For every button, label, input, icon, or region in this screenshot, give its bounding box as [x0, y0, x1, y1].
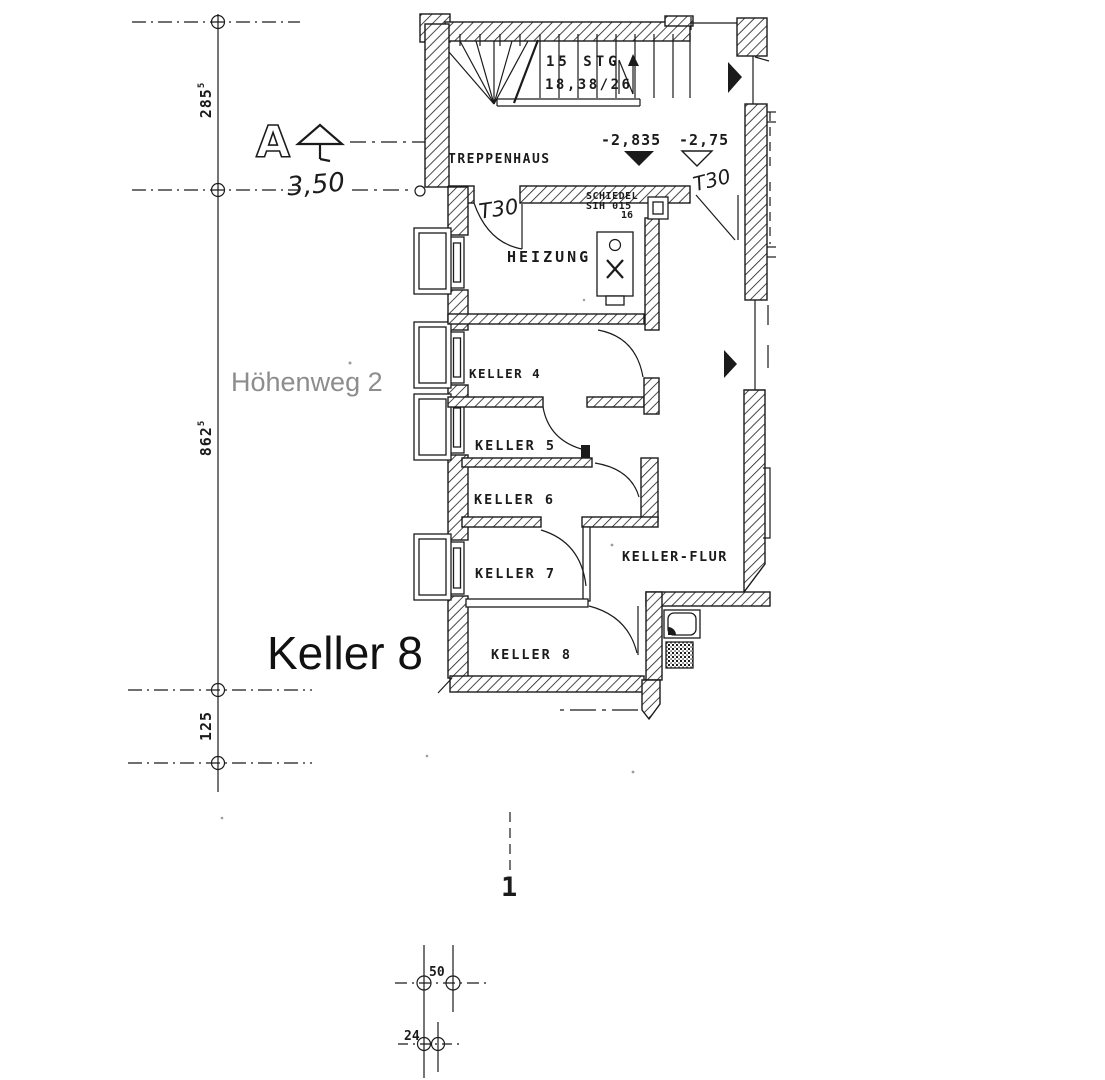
scan-specks	[220, 298, 635, 820]
axis-grid-bottom	[395, 812, 511, 1078]
section-letter: A	[256, 117, 290, 168]
level-label-floor: -2,835	[601, 131, 662, 149]
level-marker-filled	[624, 151, 654, 166]
corridor-corner-walls	[560, 591, 771, 721]
room-label-keller4: KELLER 4	[469, 366, 542, 381]
door-swings	[473, 194, 739, 655]
room-label-heizung: HEIZUNG	[507, 248, 592, 266]
axis-grid-left	[128, 14, 312, 792]
axis-dim-125: 125	[196, 710, 215, 742]
overlay-unit-label: Keller 8	[267, 627, 423, 679]
handwritten-dim-350: 3,50	[285, 167, 347, 203]
chimney-model-label: SIH 015	[586, 201, 632, 212]
heating-boiler-symbol	[596, 231, 634, 306]
chimney-size-label: 16	[621, 210, 634, 221]
left-wall-windows	[413, 186, 469, 679]
room-label-keller6: KELLER 6	[474, 492, 556, 508]
level-label-landing: -2,75	[679, 131, 730, 149]
sink	[663, 609, 701, 639]
stair-direction-arrow	[618, 54, 639, 95]
room-label-keller8: KELLER 8	[491, 647, 573, 663]
dim-350-leader	[352, 185, 426, 197]
window-frames	[449, 236, 465, 595]
chimney-symbol	[647, 196, 669, 220]
room-label-kellerflur: KELLER-FLUR	[622, 549, 728, 565]
overlay-street-label: Höhenweg 2	[231, 367, 383, 397]
axis-dim-50: 50	[429, 965, 445, 980]
section-marker-arrow	[295, 123, 448, 163]
handrail	[496, 98, 641, 107]
axis-dim-24: 24	[404, 1029, 420, 1044]
handwritten-t30-heizung-door: T30	[477, 194, 520, 224]
boiler-appliance	[665, 641, 694, 669]
room-label-keller5: KELLER 5	[475, 438, 557, 454]
light-wells	[413, 227, 452, 601]
door-direction-arrows	[724, 62, 742, 378]
grid-label-1: 1	[501, 872, 518, 903]
right-outer-wall	[743, 103, 776, 595]
stairs	[448, 34, 691, 107]
level-marker-open	[680, 150, 714, 167]
stair-count-label: 15 STG	[546, 54, 621, 70]
chimney-brand-label: SCHIEDEL	[586, 191, 639, 202]
room-label-treppenhaus: TREPPENHAUS	[448, 152, 551, 167]
stair-rise-run-label: 18,38/26	[545, 77, 633, 93]
winder-steps	[448, 40, 529, 105]
interior-walls	[437, 217, 660, 694]
room-label-keller7: KELLER 7	[475, 566, 557, 582]
